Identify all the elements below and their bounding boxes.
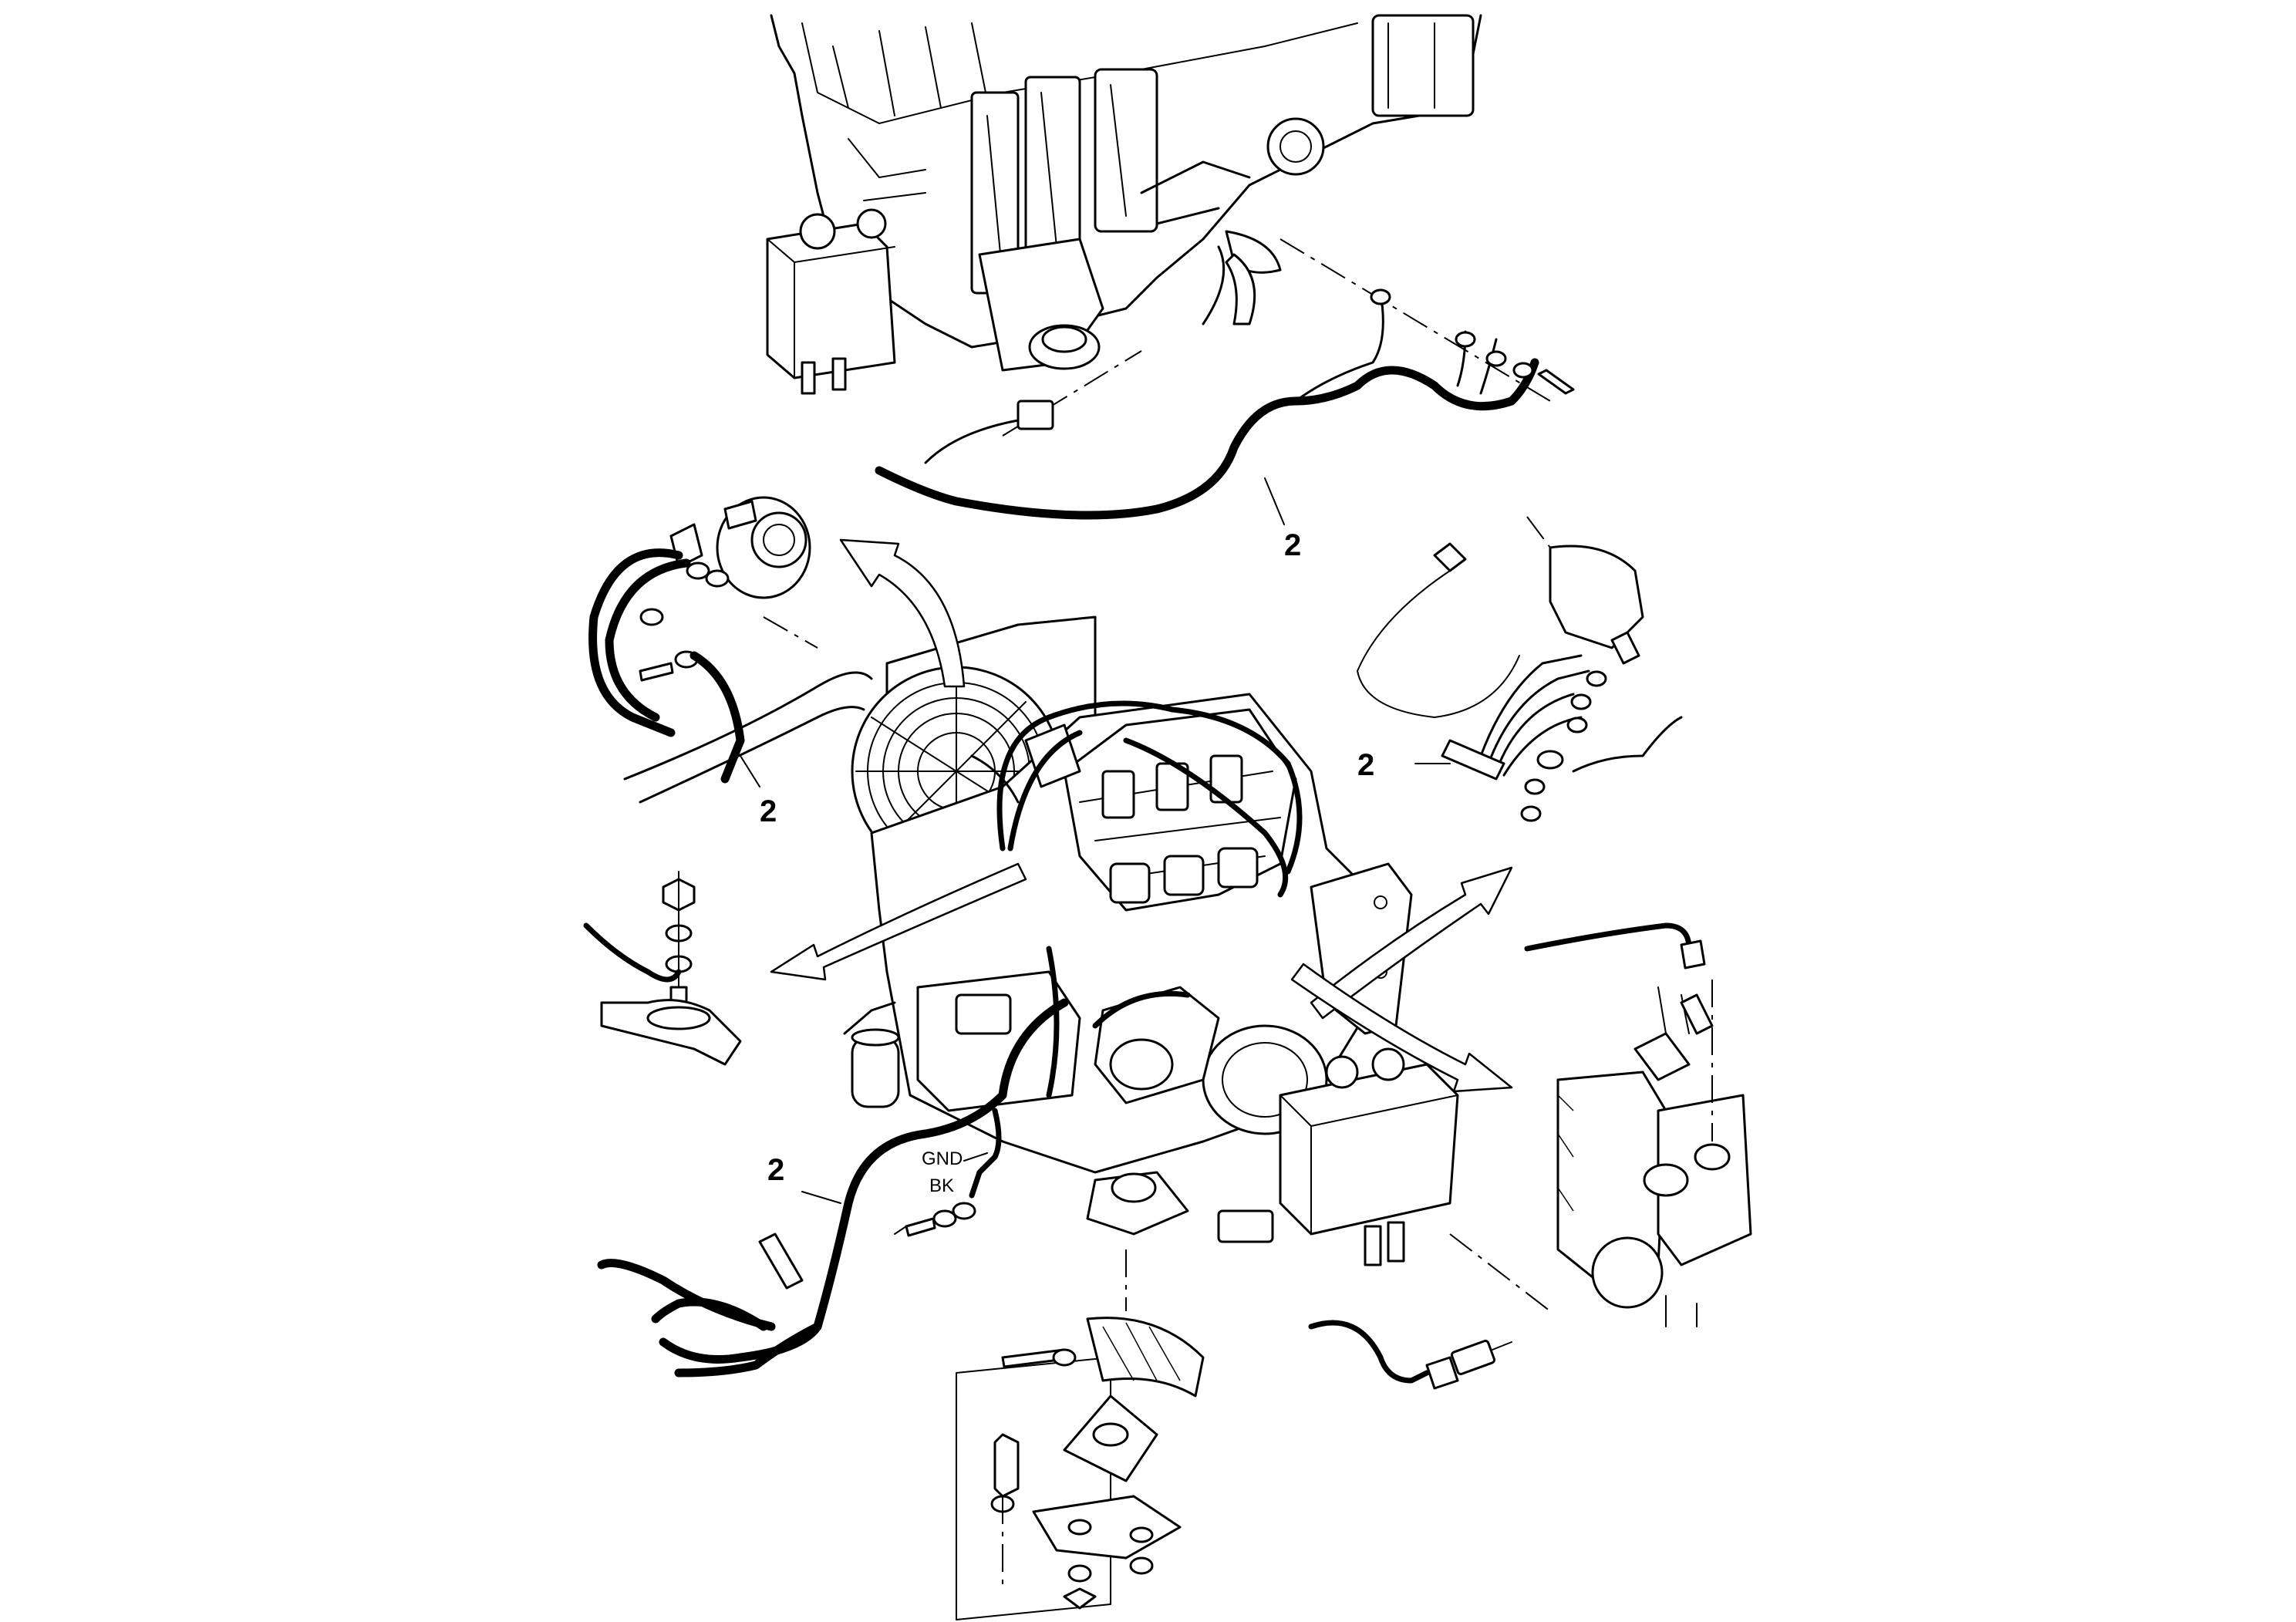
right-temp-sensor-detail: [1524, 922, 1752, 1327]
rubber-mount-icon: [1086, 1317, 1205, 1398]
left-ground-stud-detail: [583, 871, 742, 1066]
top-harness-group: 2: [875, 238, 1575, 562]
harness-connector-icon: [758, 1233, 804, 1290]
wire-label-ground: GND: [922, 1148, 963, 1169]
top-wiring-harness: [875, 358, 1539, 520]
bottom-mount-detail: [956, 1249, 1205, 1620]
arrow-upper-right-icon: [1310, 866, 1513, 1020]
bottom-right-sensor: [1308, 1233, 1551, 1390]
right-sensor-detail: 2: [1357, 516, 1683, 822]
main-harness-group: 2 GND BK: [597, 998, 1069, 1378]
callout-right-harness: 2: [1357, 748, 1374, 782]
arrow-left-icon: [770, 862, 1027, 981]
top-engine-assembly: [766, 14, 1482, 395]
callout-left-harness: 2: [760, 794, 777, 828]
arrow-upper-left-icon: [839, 538, 966, 688]
washer-stack: [1370, 288, 1575, 395]
exploded-view-arrows: [770, 538, 1513, 1093]
wire-label-color: BK: [929, 1175, 954, 1196]
callout-top-harness: 2: [1284, 528, 1301, 562]
callout-main-harness: 2: [767, 1153, 784, 1187]
arrow-lower-right-icon: [1290, 963, 1513, 1093]
main-wiring-harness: [659, 998, 1069, 1364]
main-engine-assembly: [843, 615, 1459, 1266]
connector-icon: [1017, 400, 1054, 430]
left-sensor-detail: 2: [588, 496, 873, 828]
coolant-tank-icon: [1279, 1063, 1459, 1236]
